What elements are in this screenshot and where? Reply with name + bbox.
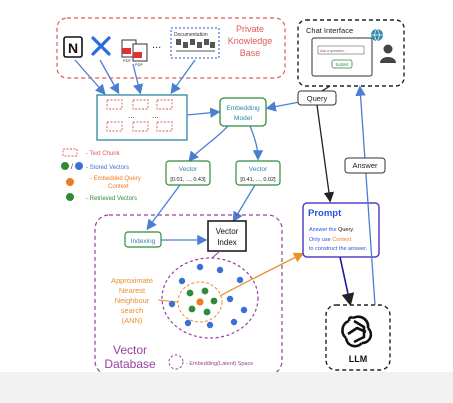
notion-icon: N xyxy=(63,36,83,58)
kb-label-line3: Base xyxy=(240,48,261,58)
svg-text:PDF: PDF xyxy=(135,62,144,67)
prompt-line1: Answer the Query. xyxy=(309,227,355,233)
vector-right-value: [0.41, ..., 0.02] xyxy=(240,177,276,183)
vector-right-title: Vector xyxy=(249,166,268,173)
svg-text:/: / xyxy=(71,164,73,171)
latent-space-legend: - Embedding(Latent) Space xyxy=(186,361,253,367)
arrow-llm-chat xyxy=(355,85,376,306)
prompt-line3: to construct the answer. xyxy=(309,246,368,252)
text-chunk-grid xyxy=(106,99,173,132)
ann-line5: (ANN) xyxy=(122,316,143,325)
ann-line4: search xyxy=(121,306,144,315)
ann-line2: Nearest xyxy=(119,286,146,295)
vector-index-box xyxy=(207,220,247,252)
arrow-embedding-vector-left xyxy=(188,125,229,163)
kb-label-line1: Private xyxy=(236,24,264,34)
chat-interface-box xyxy=(297,19,405,87)
arrow-embedding-vector-right xyxy=(249,125,264,161)
arrow-chunks-embedding xyxy=(186,107,221,118)
bottom-band xyxy=(0,372,453,403)
vector-db-line2: Database xyxy=(104,357,156,371)
query-vector xyxy=(196,298,204,306)
chat-title: Chat Interface xyxy=(306,26,353,35)
query-label: Query xyxy=(307,94,328,103)
openai-logo-icon xyxy=(341,315,373,348)
legend-green-dot xyxy=(61,162,69,170)
answer-label: Answer xyxy=(352,161,378,170)
arrow-kb-chunks-1 xyxy=(74,59,106,95)
vector-index-line2: Index xyxy=(217,238,237,247)
answer-label-box xyxy=(344,157,386,174)
arrow-kb-chunks-3 xyxy=(132,63,144,95)
llm-box xyxy=(325,304,391,371)
vector-left-title: Vector xyxy=(179,166,198,173)
indexing-label: Indexing xyxy=(131,238,156,245)
chat-submit-button[interactable] xyxy=(331,59,353,69)
ann-line1: Approximate xyxy=(111,276,153,285)
svg-text:Documentation: Documentation xyxy=(174,32,208,38)
legend-embedded-query-2: Context xyxy=(108,184,129,190)
svg-text:PDF: PDF xyxy=(123,58,132,63)
chat-submit-label: Submit xyxy=(335,62,349,67)
llm-label: LLM xyxy=(349,354,368,364)
documentation-icon: Documentation xyxy=(170,27,220,59)
pdf-icon-2: PDF xyxy=(132,43,148,67)
legend-blue-dot xyxy=(75,162,83,170)
vector-left-value: [0.01, ..., 0.43] xyxy=(170,177,206,183)
latent-space-ellipse xyxy=(161,257,259,339)
arrow-kb-chunks-2 xyxy=(99,59,120,95)
chunks-ellipsis-2: ... xyxy=(152,111,159,120)
embedding-line1: Embedding xyxy=(226,105,260,112)
arrow-vector-vectorindex xyxy=(232,184,256,223)
arrow-query-prompt xyxy=(316,104,335,203)
globe-icon xyxy=(371,28,383,42)
user-icon xyxy=(380,44,396,63)
embedding-model-box xyxy=(219,97,267,127)
vector-left-box xyxy=(165,160,211,186)
vector-index-line1: Vector xyxy=(216,227,239,236)
line-index-space xyxy=(211,250,221,259)
arrow-prompt-llm xyxy=(339,256,355,307)
svg-text:N: N xyxy=(68,40,78,56)
retrieved-vectors xyxy=(186,287,218,316)
embedding-line2: Model xyxy=(234,115,252,122)
kb-label-line2: Knowledge xyxy=(228,36,273,46)
text-chunks-box xyxy=(96,94,188,141)
latent-space-legend-swatch xyxy=(168,354,184,370)
prompt-line2: Only use Context xyxy=(309,237,352,243)
kb-ellipsis: ... xyxy=(152,39,161,51)
legend-retrieved-vectors: - Retrieved Vectors xyxy=(86,196,137,202)
prompt-box xyxy=(302,202,380,258)
arrow-ann-prompt xyxy=(219,252,305,297)
legend-stored-vectors: - Stored Vectors xyxy=(86,165,129,171)
vector-db-line1: Vector xyxy=(113,343,147,357)
legend-retrieved-dot xyxy=(66,193,74,201)
legend: - Text Chunk / - Stored Vectors - Embedd… xyxy=(61,148,141,202)
legend-embedded-query-1: - Embedded Query xyxy=(90,176,141,182)
arrow-vector-indexing xyxy=(146,184,181,231)
arrow-kb-chunks-4 xyxy=(170,59,196,95)
legend-orange-dot xyxy=(66,178,74,186)
ann-pointer xyxy=(157,299,179,303)
chat-input-placeholder[interactable]: Ask a question... xyxy=(320,49,347,53)
stored-vectors xyxy=(168,263,248,329)
legend-text-chunk: - Text Chunk xyxy=(86,151,121,157)
chunks-ellipsis: ... xyxy=(128,111,135,120)
vector-right-box xyxy=(235,160,281,186)
confluence-icon xyxy=(91,36,111,56)
prompt-title: Prompt xyxy=(308,208,342,219)
line-chat-query xyxy=(321,85,331,92)
legend-chunk-swatch xyxy=(62,148,78,157)
ann-line3: Neighbour xyxy=(115,296,150,305)
browser-window: Ask a question... Submit xyxy=(311,37,373,77)
